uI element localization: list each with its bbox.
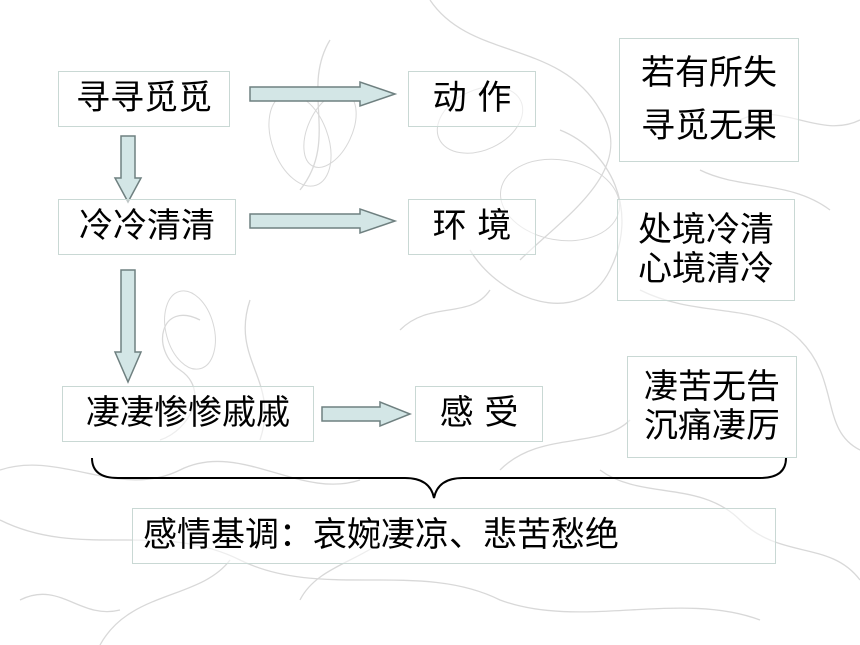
meaning-line-3a: 凄苦无告 — [644, 366, 780, 407]
arrow-down-2 — [113, 269, 143, 384]
meaning-box-2: 处境冷清 心境清冷 — [617, 199, 795, 301]
phrase-text-3: 凄凄惨惨戚戚 — [86, 393, 290, 434]
phrase-text-2: 冷冷清清 — [79, 206, 215, 247]
arrow-row2 — [249, 207, 398, 235]
meaning-line-2b: 心境清冷 — [638, 249, 774, 289]
meaning-box-1: 若有所失 寻觅无果 — [619, 38, 799, 162]
aspect-box-1: 动 作 — [408, 71, 536, 127]
phrase-box-2: 冷冷清清 — [58, 199, 236, 255]
arrow-row3 — [321, 400, 413, 428]
arrow-down-1 — [113, 135, 143, 204]
meaning-line-1a: 若有所失 — [641, 53, 777, 94]
aspect-text-3: 感 受 — [439, 393, 519, 434]
meaning-line-2a: 处境冷清 — [638, 209, 774, 250]
summary-text: 感情基调：哀婉凄凉、悲苦愁绝 — [143, 515, 619, 556]
phrase-box-3: 凄凄惨惨戚戚 — [62, 386, 314, 442]
aspect-box-3: 感 受 — [415, 386, 543, 442]
summary-box: 感情基调：哀婉凄凉、悲苦愁绝 — [132, 508, 776, 564]
meaning-line-3b: 沉痛凄厉 — [644, 406, 780, 446]
meaning-line-1b: 寻觅无果 — [641, 106, 777, 146]
aspect-box-2: 环 境 — [408, 199, 536, 255]
phrase-text-1: 寻寻觅觅 — [76, 78, 212, 119]
arrow-row1 — [249, 80, 398, 108]
aspect-text-1: 动 作 — [432, 78, 512, 119]
curly-brace — [91, 457, 787, 499]
aspect-text-2: 环 境 — [432, 206, 512, 247]
meaning-box-3: 凄苦无告 沉痛凄厉 — [627, 356, 797, 458]
phrase-box-1: 寻寻觅觅 — [58, 71, 230, 127]
